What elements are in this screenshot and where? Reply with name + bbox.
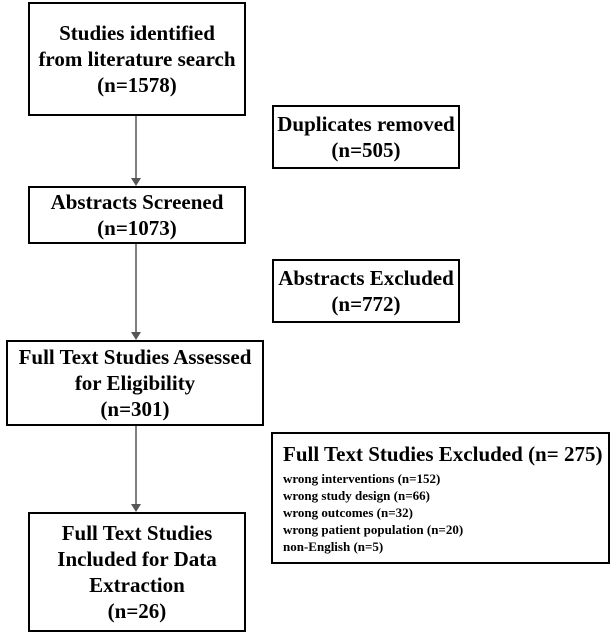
- duplicates-line1: Duplicates removed: [277, 112, 455, 136]
- exclusion-reason: wrong outcomes (n=32): [283, 505, 413, 520]
- screened-line1: Abstracts Screened: [50, 190, 224, 214]
- box-fulltext-excluded: Full Text Studies Excluded (n= 275) wron…: [271, 432, 610, 564]
- included-count: (n=26): [107, 599, 167, 623]
- included-line1: Full Text Studies: [61, 521, 213, 545]
- identified-line1: Studies identified: [59, 21, 215, 45]
- included-line2: Included for Data: [57, 547, 217, 571]
- exclusion-reason: wrong study design (n=66): [283, 488, 430, 503]
- identified-count: (n=1578): [97, 73, 177, 97]
- arrowhead-included: [131, 504, 141, 512]
- box-duplicates-removed: Duplicates removed (n=505): [272, 105, 460, 169]
- exclusion-reason: non-English (n=5): [283, 539, 384, 554]
- box-fulltext-assessed: Full Text Studies Assessed for Eligibili…: [6, 340, 264, 426]
- arrowhead-assessed: [131, 332, 141, 340]
- box-abstracts-screened: Abstracts Screened (n=1073): [28, 186, 246, 244]
- screened-count: (n=1073): [97, 216, 177, 240]
- included-line3: Extraction: [89, 573, 185, 597]
- box-studies-identified: Studies identified from literature searc…: [28, 2, 246, 116]
- identified-line2: from literature search: [38, 47, 236, 71]
- abstracts-excluded-line1: Abstracts Excluded: [278, 266, 454, 290]
- assessed-count: (n=301): [100, 397, 170, 421]
- box-fulltext-included: Full Text Studies Included for Data Extr…: [28, 512, 246, 632]
- fulltext-excluded-title: Full Text Studies Excluded (n= 275): [283, 442, 603, 466]
- abstracts-excluded-count: (n=772): [331, 292, 401, 316]
- exclusion-reason: wrong interventions (n=152): [283, 471, 441, 486]
- exclusion-reason: wrong patient population (n=20): [283, 522, 464, 537]
- assessed-line1: Full Text Studies Assessed: [18, 345, 252, 369]
- box-abstracts-excluded: Abstracts Excluded (n=772): [272, 259, 460, 323]
- duplicates-count: (n=505): [331, 138, 401, 162]
- assessed-line2: for Eligibility: [74, 371, 196, 395]
- arrowhead-screened: [131, 178, 141, 186]
